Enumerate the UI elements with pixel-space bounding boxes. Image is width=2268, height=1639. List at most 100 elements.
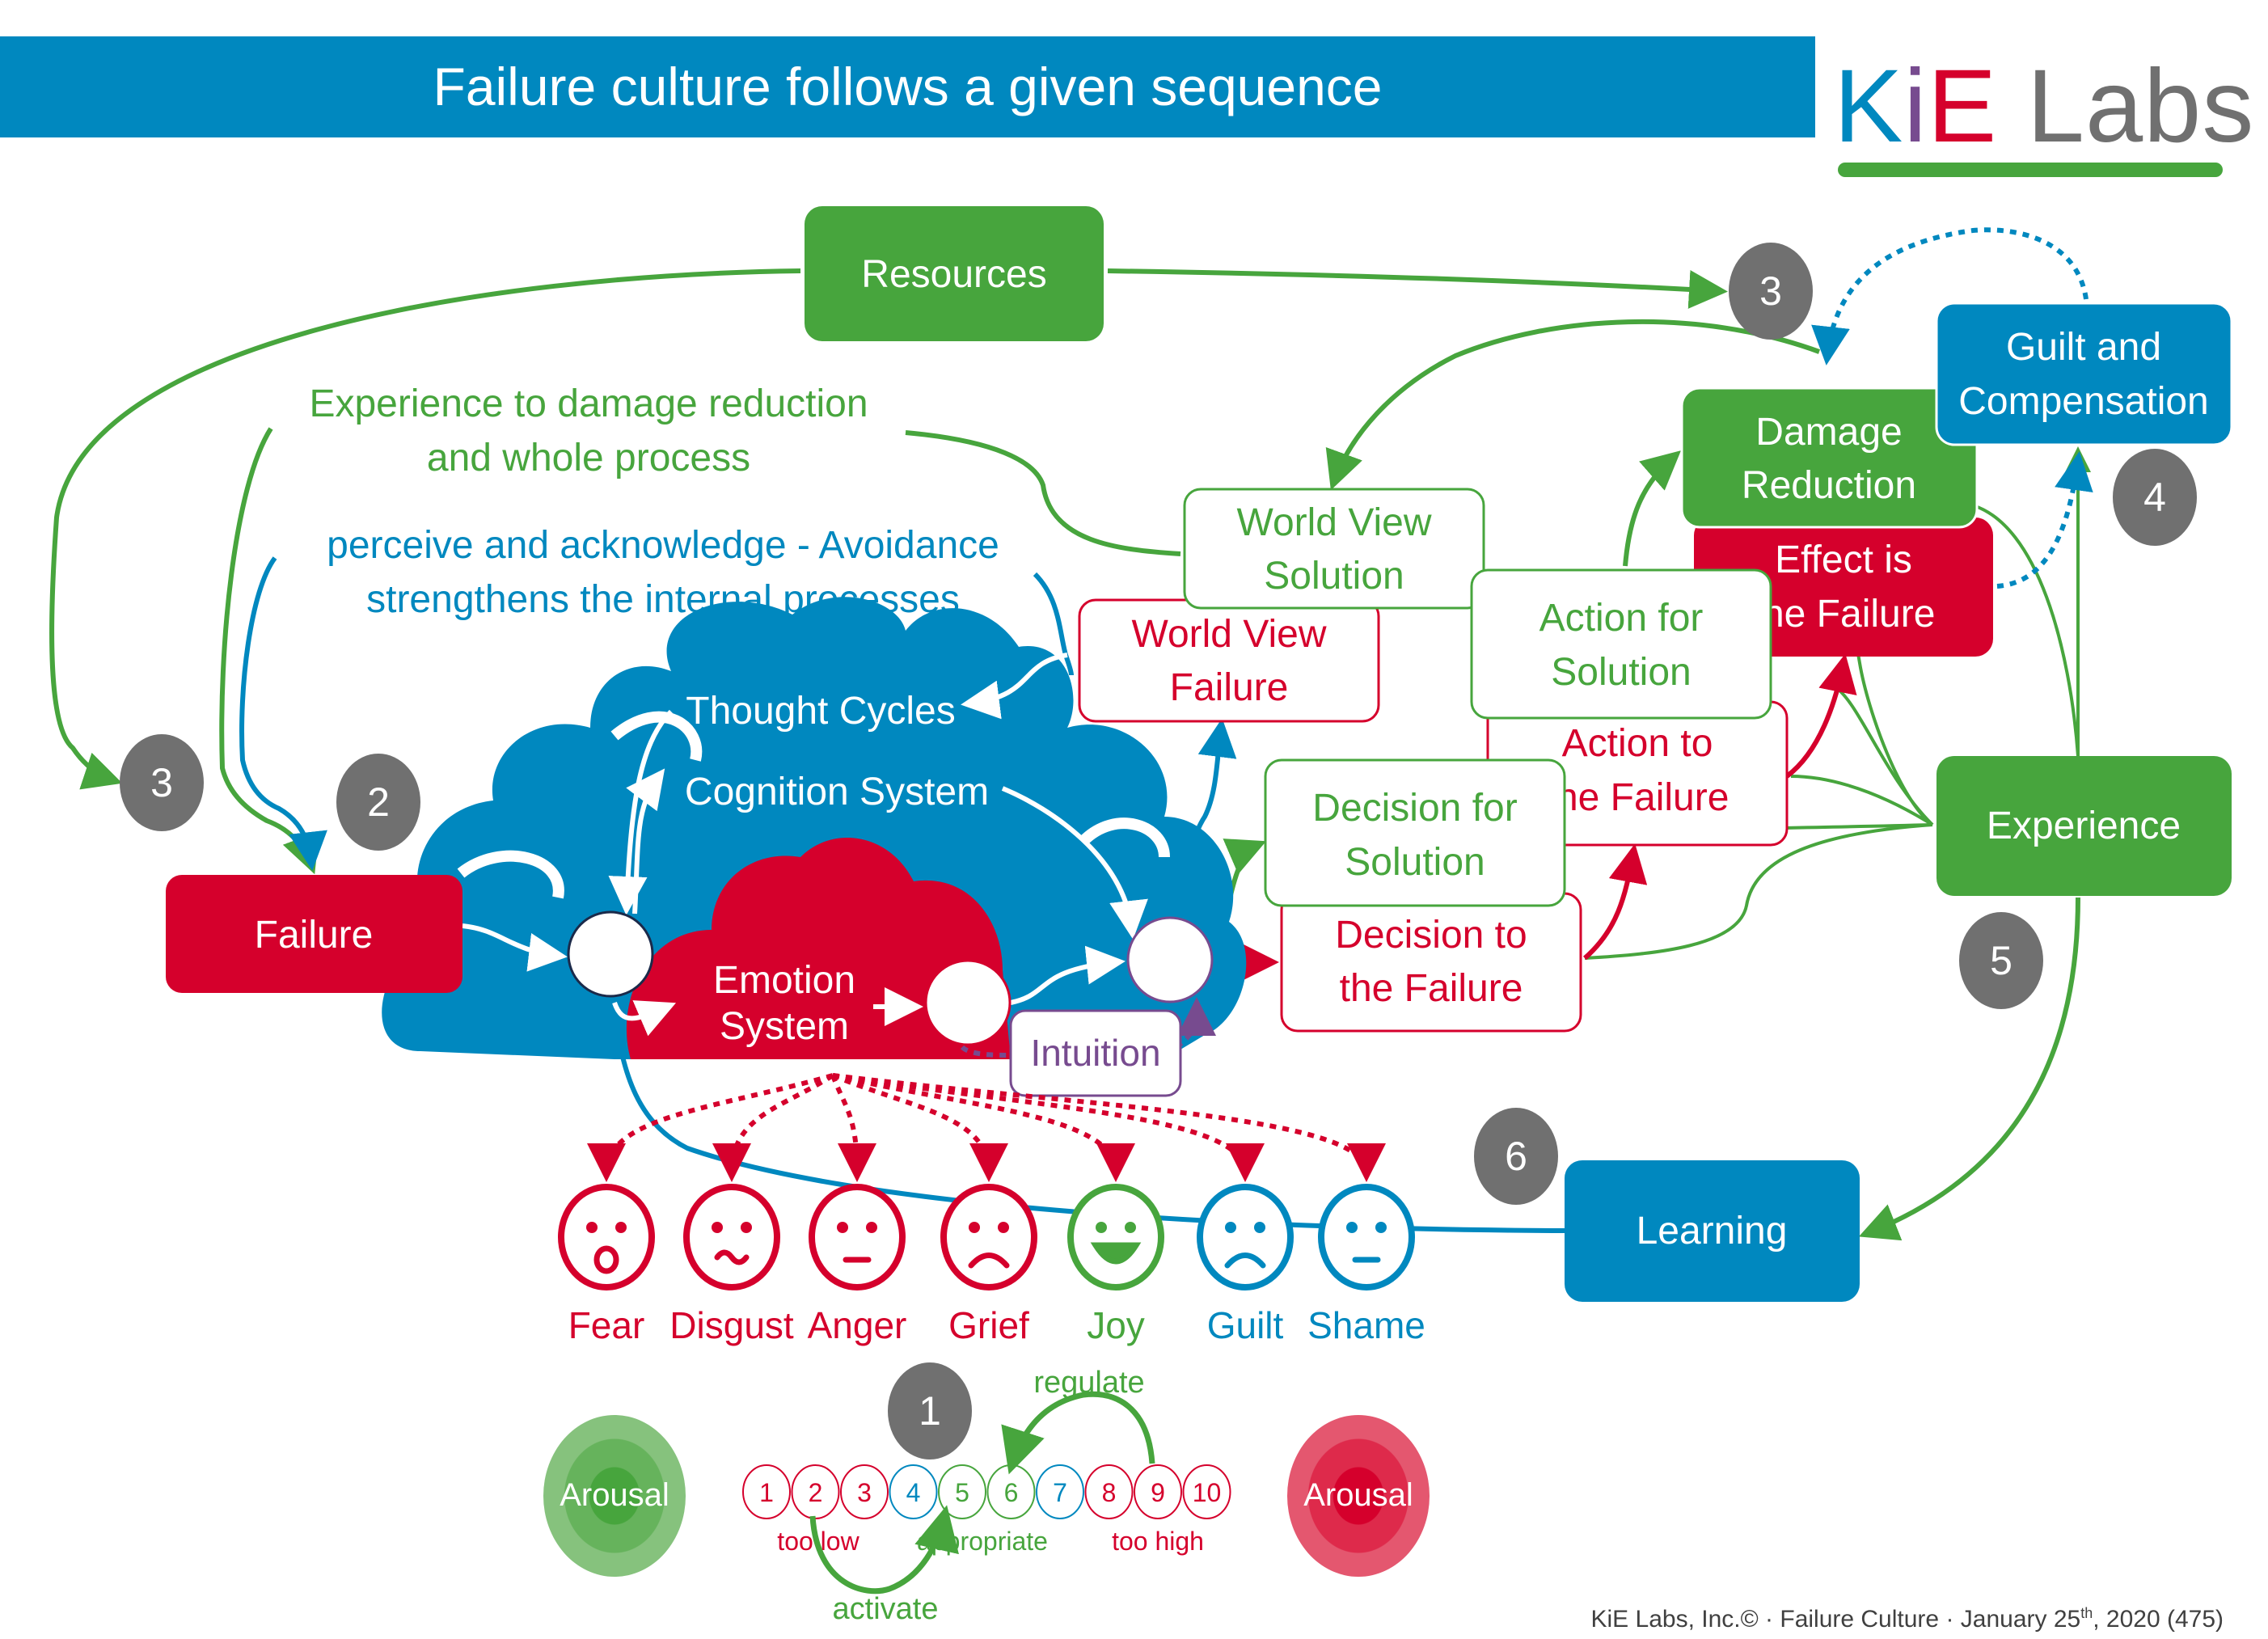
node-experience[interactable]: Experience (1936, 756, 2232, 896)
scale-value-7: 7 (1036, 1464, 1084, 1519)
face-disgust-icon (683, 1184, 780, 1291)
step-badge-4: 4 (2113, 449, 2197, 546)
svg-text:5: 5 (955, 1478, 969, 1507)
scale-value-3: 3 (840, 1464, 889, 1519)
node-decision-failure[interactable]: Decision to the Failure (1280, 892, 1582, 1033)
intuition-box[interactable] (1009, 1009, 1182, 1097)
effect-failure-label-2: the Failure (1752, 593, 1936, 636)
activate-arrow (809, 1505, 959, 1595)
scale-value-1: 1 (742, 1464, 791, 1519)
cloud-white-arrows (462, 653, 1148, 1037)
activate-label: activate (833, 1592, 939, 1626)
emotion-arrow-fear (587, 1073, 834, 1182)
perceive-annotation-2: strengthens the internal processes (366, 578, 960, 621)
step-badge-label: 5 (1990, 938, 2012, 983)
step-badge-6: 6 (1474, 1108, 1558, 1205)
emotion-label-anger: Anger (808, 1304, 907, 1346)
node-failure[interactable]: Failure (166, 875, 462, 993)
scale-value-2: 2 (791, 1464, 840, 1519)
step-badge-label: 3 (1759, 268, 1782, 314)
emotion-label-disgust: Disgust (669, 1304, 794, 1346)
node-world-view-failure[interactable]: World View Failure (1078, 598, 1380, 723)
guilt-compensation-label-1: Guilt and (2006, 326, 2161, 369)
step-badge-1: 1 (888, 1362, 972, 1459)
arrow-damage-to-world-view-solution (1325, 319, 1821, 491)
effect-failure-label-1: Effect is (1775, 539, 1912, 581)
thought-cycles-label: Thought Cycles (686, 690, 956, 733)
node-resources[interactable]: Resources (805, 206, 1104, 341)
emotion-label-shame: Shame (1307, 1304, 1425, 1346)
step-badge-label: 4 (2143, 475, 2166, 520)
experience-annotation-2: and whole process (427, 437, 750, 479)
svg-text:4: 4 (906, 1478, 921, 1507)
junction-node-output (1126, 916, 1214, 1003)
svg-text:7: 7 (1053, 1478, 1067, 1507)
damage-reduction-label-2: Reduction (1742, 464, 1916, 507)
node-action-solution[interactable]: Action for Solution (1470, 568, 1772, 720)
line-experience-text-to-world-view (905, 430, 1181, 556)
emotion-arrow-anger (830, 1074, 876, 1182)
logo-labs: Labs (2026, 49, 2255, 164)
scale-value-5: 5 (938, 1464, 986, 1519)
guilt-compensation-label-2: Compensation (1958, 380, 2209, 423)
emotion-arrow-disgust (712, 1073, 834, 1182)
face-shame-icon (1318, 1184, 1415, 1291)
scale-value-10: 10 (1182, 1464, 1231, 1519)
emotion-system-label-2: System (720, 1005, 849, 1048)
node-guilt-compensation[interactable]: Guilt and Compensation (1935, 302, 2233, 446)
junction-node-input (567, 910, 654, 998)
step-badge-5: 5 (1959, 912, 2043, 1009)
junction-node-emotion (924, 959, 1012, 1046)
face-anger-icon (809, 1184, 906, 1291)
experience-annotation-1: Experience to damage reduction (309, 382, 868, 425)
node-decision-solution[interactable]: Decision for Solution (1264, 758, 1566, 907)
svg-text:8: 8 (1102, 1478, 1117, 1507)
intuition-label: Intuition (1030, 1032, 1160, 1074)
action-failure-label-1: Action to (1562, 722, 1713, 765)
emotion-arrows (587, 1073, 1386, 1182)
arrow-resources-to-badge3-left (49, 268, 801, 790)
action-solution-label-2: Solution (1551, 651, 1691, 694)
blue-dotted-connectors (1811, 227, 2093, 589)
emotion-arrow-grief (831, 1073, 1008, 1182)
arrow-perceive-to-failure (239, 556, 327, 871)
failure-label: Failure (255, 914, 374, 957)
regulate-arrow (1001, 1391, 1155, 1475)
logo-e: E (1927, 49, 1998, 164)
node-world-view-solution[interactable]: World View Solution (1183, 488, 1485, 610)
footer-suffix: , 2020 (475) (2093, 1606, 2224, 1633)
emotion-label-grief: Grief (948, 1304, 1029, 1346)
emotion-arrow-guilt (832, 1073, 1265, 1182)
arousal-low-label: Arousal (560, 1477, 669, 1513)
svg-text:9: 9 (1151, 1478, 1165, 1507)
line-perceive-to-world-view-failure (1033, 572, 1074, 676)
cognition-system-label: Cognition System (685, 771, 989, 813)
scale-value-8: 8 (1084, 1464, 1134, 1519)
node-damage-reduction[interactable]: Damage Reduction (1680, 387, 1979, 529)
svg-text:10: 10 (1193, 1478, 1222, 1507)
experience-label: Experience (1987, 805, 2181, 847)
face-guilt-icon (1197, 1184, 1294, 1291)
node-learning[interactable]: Learning (1565, 1160, 1860, 1302)
action-solution-label-1: Action for (1539, 597, 1704, 640)
svg-text:6: 6 (1004, 1478, 1019, 1507)
logo-i: i (1903, 49, 1928, 164)
title-bar (0, 36, 1815, 137)
arousal-high-label: Arousal (1303, 1477, 1413, 1513)
action-failure-label-2: the Failure (1546, 776, 1730, 819)
emotion-label-guilt: Guilt (1207, 1304, 1284, 1346)
decision-solution-label-1: Decision for (1312, 787, 1517, 830)
world-view-solution-label-2: Solution (1264, 555, 1404, 598)
arousal-high-indicator (1287, 1415, 1430, 1577)
arousal-low-indicator (543, 1415, 686, 1577)
footer-prefix: KiE Labs, Inc.© · Failure Culture · Janu… (1590, 1606, 2081, 1633)
face-grief-icon (940, 1184, 1037, 1291)
emotion-system-label-1: Emotion (713, 959, 855, 1002)
emotion-label-fear: Fear (568, 1304, 645, 1346)
scale-value-4: 4 (889, 1464, 938, 1519)
svg-text:2: 2 (809, 1478, 823, 1507)
